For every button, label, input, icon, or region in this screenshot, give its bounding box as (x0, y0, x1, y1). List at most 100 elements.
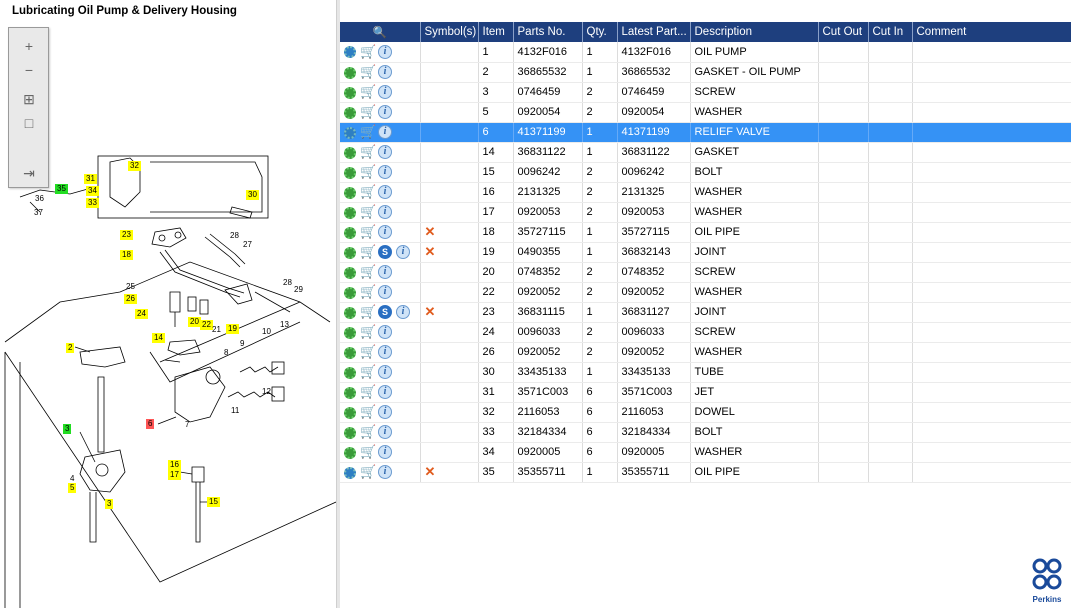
cart-icon[interactable]: 🛒 (360, 104, 377, 119)
info-icon[interactable]: i (378, 325, 392, 339)
cart-icon[interactable]: 🛒 (360, 244, 377, 259)
gear-icon[interactable] (344, 386, 356, 399)
info-icon[interactable]: i (378, 225, 392, 239)
callout-24[interactable]: 24 (135, 309, 148, 319)
info-icon[interactable]: i (378, 105, 392, 119)
info-icon[interactable]: i (378, 85, 392, 99)
column-header[interactable]: Item (478, 22, 514, 42)
fit-to-window-icon[interactable]: ⊞ (23, 90, 35, 107)
callout-35[interactable]: 35 (55, 184, 68, 194)
cart-icon[interactable]: 🛒 (360, 384, 377, 399)
callout-32[interactable]: 32 (128, 161, 141, 171)
callout-22[interactable]: 22 (200, 320, 213, 330)
callout-34[interactable]: 34 (86, 186, 99, 196)
info-icon[interactable]: i (378, 44, 392, 59)
cart-icon[interactable]: 🛒 (360, 204, 377, 219)
gear-icon[interactable] (344, 306, 356, 319)
info-icon[interactable]: i (396, 305, 410, 319)
gear-icon[interactable] (344, 66, 356, 79)
cart-icon[interactable]: 🛒 (360, 144, 377, 159)
info-icon[interactable]: i (378, 145, 392, 159)
gear-icon[interactable] (344, 146, 356, 159)
callout-23[interactable]: 23 (120, 230, 133, 240)
cart-icon[interactable]: 🛒 (360, 164, 377, 179)
callout-26[interactable]: 26 (124, 294, 137, 304)
cart-icon[interactable]: 🛒 (360, 324, 377, 339)
info-icon[interactable]: i (378, 165, 392, 179)
gear-icon[interactable] (344, 206, 356, 219)
search-icon[interactable]: 🔍 (372, 27, 387, 39)
gear-icon[interactable] (344, 446, 356, 459)
callout-30[interactable]: 30 (246, 190, 259, 200)
info-icon[interactable]: i (378, 185, 392, 199)
supersession-icon[interactable]: S (378, 305, 392, 319)
column-header[interactable]: Cut In (868, 22, 913, 42)
cart-icon[interactable]: 🛒 (360, 364, 377, 379)
cart-icon[interactable]: 🛒 (360, 43, 377, 59)
info-icon[interactable]: i (396, 245, 410, 259)
info-icon[interactable]: i (378, 65, 392, 79)
cart-icon[interactable]: 🛒 (360, 404, 377, 419)
callout-33[interactable]: 33 (86, 198, 99, 208)
zoom-in-icon[interactable]: + (24, 38, 34, 54)
callout-3[interactable]: 3 (105, 499, 114, 509)
info-icon[interactable]: i (378, 125, 392, 139)
header-search-cell[interactable]: 🔍 (340, 22, 421, 42)
cart-icon[interactable]: 🛒 (360, 304, 377, 319)
callout-17[interactable]: 17 (168, 470, 181, 480)
cart-icon[interactable]: 🛒 (360, 264, 377, 279)
callout-19[interactable]: 19 (226, 324, 239, 334)
callout-2[interactable]: 2 (66, 343, 75, 353)
cart-icon[interactable]: 🛒 (360, 344, 377, 359)
cart-icon[interactable]: 🛒 (360, 284, 377, 299)
info-icon[interactable]: i (378, 205, 392, 219)
callout-20[interactable]: 20 (188, 317, 201, 327)
info-icon[interactable]: i (378, 425, 392, 439)
actual-size-icon[interactable]: □ (24, 115, 34, 131)
zoom-out-icon[interactable]: − (24, 62, 34, 78)
column-header[interactable]: Description (690, 22, 819, 42)
export-icon[interactable]: ⇥ (23, 164, 35, 181)
gear-icon[interactable] (344, 166, 356, 179)
gear-icon[interactable] (344, 226, 356, 239)
callout-5[interactable]: 5 (68, 483, 77, 493)
callout-14[interactable]: 14 (152, 333, 165, 343)
gear-icon[interactable] (344, 466, 356, 479)
info-icon[interactable]: i (378, 405, 392, 419)
gear-icon[interactable] (344, 186, 356, 199)
callout-18[interactable]: 18 (120, 250, 133, 260)
gear-icon[interactable] (344, 86, 356, 99)
column-header[interactable]: Symbol(s) (420, 22, 479, 42)
column-header[interactable]: Cut Out (818, 22, 869, 42)
gear-icon[interactable] (344, 46, 356, 59)
cart-icon[interactable]: 🛒 (360, 224, 377, 239)
info-icon[interactable]: i (378, 385, 392, 399)
gear-icon[interactable] (344, 266, 356, 279)
gear-icon[interactable] (344, 246, 356, 259)
cart-icon[interactable]: 🛒 (360, 84, 377, 99)
column-header[interactable]: Latest Part... (617, 22, 691, 42)
cart-icon[interactable]: 🛒 (360, 424, 377, 439)
cart-icon[interactable]: 🛒 (360, 464, 377, 479)
